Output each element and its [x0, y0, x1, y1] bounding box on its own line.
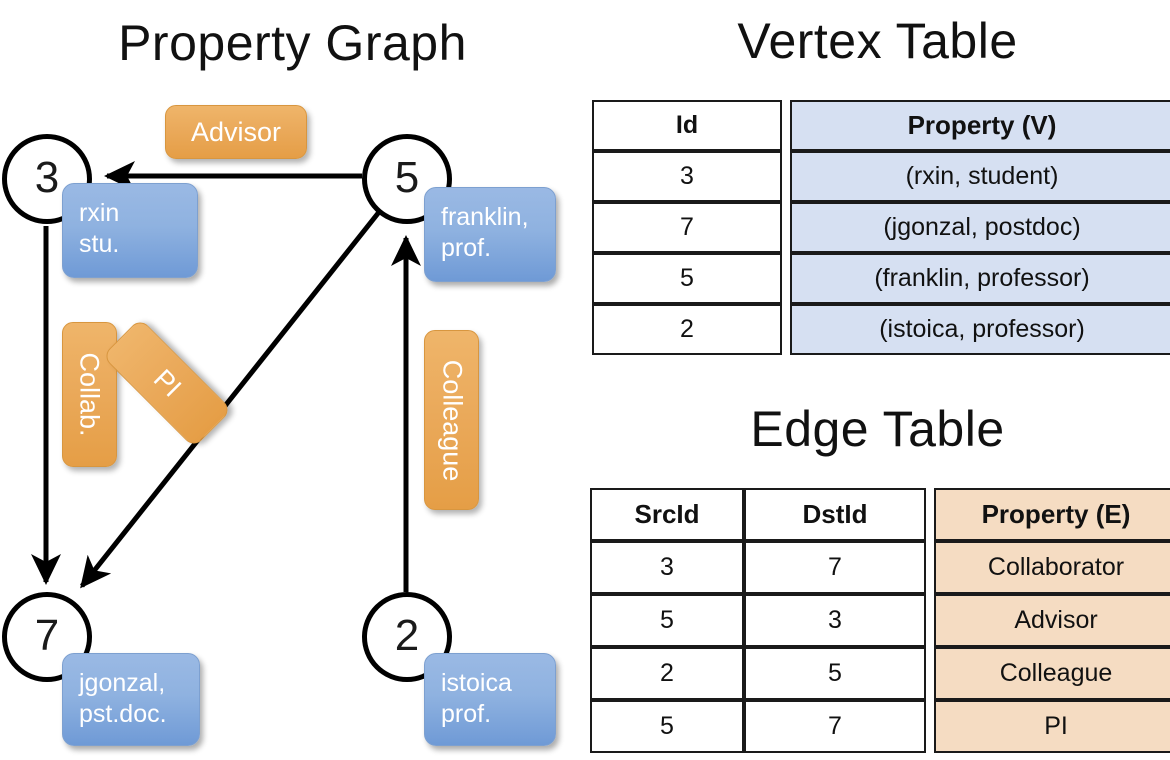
vertex-table-column-gap — [782, 304, 790, 355]
edge-table-column-gap — [926, 541, 934, 594]
vertex-property-line-1: jgonzal, — [79, 669, 166, 697]
vertex-7-label: 7 — [34, 611, 60, 660]
edge-row-2-dst: 5 — [744, 647, 926, 700]
table-row[interactable]: 3 7 Collaborator — [590, 541, 1170, 594]
vertex-table-header-property: Property (V) — [790, 100, 1170, 151]
table-row[interactable]: 2 5 Colleague — [590, 647, 1170, 700]
edge-label-advisor[interactable]: Advisor — [165, 105, 307, 159]
vertex-property-box-istoica[interactable]: istoica prof. — [424, 653, 556, 746]
vertex-property-line-2: stu. — [79, 229, 120, 258]
vertex-row-3-id: 2 — [592, 304, 782, 355]
page-title-property-graph: Property Graph — [118, 15, 467, 71]
vertex-property-line-1: istoica — [441, 669, 512, 697]
graph-vertex-2[interactable]: 2 — [362, 592, 452, 682]
edge-label-collab-text: Collab. — [75, 352, 106, 437]
vertex-property-box-franklin[interactable]: franklin, prof. — [424, 187, 556, 282]
vertex-property-line-2: pst.doc. — [79, 699, 167, 728]
vertex-table-header-row: Id Property (V) — [592, 100, 1170, 151]
edge-row-0-property: Collaborator — [934, 541, 1170, 594]
edge-table-header-dstid: DstId — [744, 488, 926, 541]
edge-table-column-gap — [926, 488, 934, 541]
vertex-row-2-property: (franklin, professor) — [790, 253, 1170, 304]
vertex-table-header-id: Id — [592, 100, 782, 151]
edge-table-column-gap — [926, 647, 934, 700]
edge-table: SrcId DstId Property (E) 3 7 Collaborato… — [590, 488, 1170, 753]
vertex-2-label: 2 — [394, 611, 420, 660]
table-row[interactable]: 5 (franklin, professor) — [592, 253, 1170, 304]
edge-label-pi-text: PI — [147, 363, 187, 403]
vertex-row-3-property: (istoica, professor) — [790, 304, 1170, 355]
edge-table-header-property: Property (E) — [934, 488, 1170, 541]
edge-label-collab[interactable]: Collab. — [62, 322, 117, 467]
vertex-row-0-id: 3 — [592, 151, 782, 202]
edge-row-3-property: PI — [934, 700, 1170, 753]
table-row[interactable]: 7 (jgonzal, postdoc) — [592, 202, 1170, 253]
vertex-property-line-1: franklin, — [441, 203, 529, 231]
page-title-edge-table: Edge Table — [750, 401, 1005, 457]
edge-table-column-gap — [926, 594, 934, 647]
edge-row-1-property: Advisor — [934, 594, 1170, 647]
vertex-row-0-property: (rxin, student) — [790, 151, 1170, 202]
table-row[interactable]: 5 3 Advisor — [590, 594, 1170, 647]
vertex-5-label: 5 — [394, 153, 420, 202]
table-row[interactable]: 5 7 PI — [590, 700, 1170, 753]
edge-label-colleague-text: Colleague — [437, 359, 467, 481]
edge-line-5-to-7 — [80, 205, 385, 589]
vertex-table-column-gap — [782, 202, 790, 253]
graph-edges-svg — [31, 161, 421, 592]
table-row[interactable]: 2 (istoica, professor) — [592, 304, 1170, 355]
vertex-row-1-property: (jgonzal, postdoc) — [790, 202, 1170, 253]
edge-row-2-property: Colleague — [934, 647, 1170, 700]
vertex-table: Id Property (V) 3 (rxin, student) 7 (jgo… — [592, 100, 1170, 355]
vertex-table-column-gap — [782, 151, 790, 202]
vertex-property-line-1: rxin — [79, 199, 120, 227]
property-graph-canvas: 3 5 7 2 rxin stu. franklin, prof. jgonza… — [2, 105, 556, 746]
edge-table-header-srcid: SrcId — [590, 488, 744, 541]
edge-label-colleague[interactable]: Colleague — [424, 330, 479, 510]
edge-table-header-row: SrcId DstId Property (E) — [590, 488, 1170, 541]
edge-row-3-src: 5 — [590, 700, 744, 753]
edge-label-advisor-text: Advisor — [190, 116, 282, 147]
vertex-property-line-2: prof. — [441, 699, 492, 728]
vertex-property-box-jgonzal[interactable]: jgonzal, pst.doc. — [62, 653, 200, 746]
vertex-row-2-id: 5 — [592, 253, 782, 304]
edge-row-0-dst: 7 — [744, 541, 926, 594]
graph-vertex-5[interactable]: 5 — [362, 134, 452, 224]
table-row[interactable]: 3 (rxin, student) — [592, 151, 1170, 202]
vertex-table-column-gap — [782, 100, 790, 151]
page-title-vertex-table: Vertex Table — [737, 13, 1018, 69]
edge-table-column-gap — [926, 700, 934, 753]
edge-row-1-src: 5 — [590, 594, 744, 647]
vertex-row-1-id: 7 — [592, 202, 782, 253]
edge-row-3-dst: 7 — [744, 700, 926, 753]
edge-row-0-src: 3 — [590, 541, 744, 594]
vertex-table-column-gap — [782, 253, 790, 304]
vertex-3-label: 3 — [34, 153, 60, 202]
edge-row-1-dst: 3 — [744, 594, 926, 647]
vertex-property-box-rxin[interactable]: rxin stu. — [62, 183, 198, 278]
edge-row-2-src: 2 — [590, 647, 744, 700]
vertex-property-line-2: prof. — [441, 233, 492, 262]
